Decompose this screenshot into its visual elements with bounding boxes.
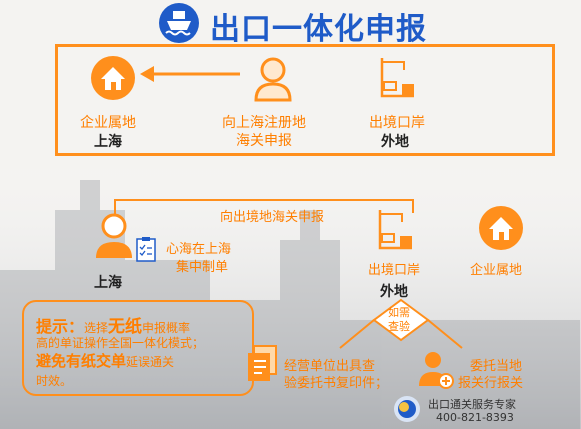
center-line2: 集中制单	[176, 260, 229, 275]
tip-emph2: 避免有纸交单	[36, 352, 127, 370]
person-icon	[254, 57, 292, 102]
tip-box	[22, 300, 254, 396]
declare-connector-h	[114, 199, 414, 201]
top-flow-box	[55, 44, 555, 156]
check-branch-lines	[339, 298, 463, 349]
register-line1: 向上海注册地	[222, 115, 306, 131]
enterprise-label: 企业属地	[80, 115, 136, 131]
checklist-icon	[136, 237, 156, 262]
port-label: 出境口岸	[369, 115, 425, 131]
page-title: 出口一体化申报	[210, 12, 427, 47]
tip-line3: 避免有纸交单延误通关	[36, 350, 174, 371]
person-icon-shanghai	[96, 213, 132, 258]
docs-line1: 经营单位出具查	[284, 359, 376, 374]
center-line1: 心海在上海	[166, 242, 232, 257]
need-check-line2: 查验	[388, 320, 410, 333]
tip-text2: 申报概率	[142, 321, 191, 335]
declare-connector-v2	[412, 199, 414, 213]
need-check-line1: 如需	[388, 306, 410, 319]
tip-line1: 提示：选择无纸申报概率	[36, 312, 190, 337]
tip-prefix: 提示：	[36, 317, 85, 336]
entrust-line2: 报关行报关	[458, 376, 524, 391]
arrow-left-icon	[140, 66, 240, 82]
city-background	[0, 150, 581, 429]
tip-line2: 高的单证操作全国一体化模式；	[36, 336, 205, 350]
tip-text1: 选择	[84, 321, 109, 335]
enterprise-place: 上海	[94, 134, 122, 150]
footer-phone: 400-821-8393	[436, 411, 514, 424]
register-line2: 海关申报	[236, 133, 292, 149]
home-icon-2	[479, 206, 523, 250]
port-crane-icon	[380, 58, 414, 98]
port-place: 外地	[381, 134, 409, 150]
port-label-2: 出境口岸	[368, 263, 421, 278]
entrust-line1: 委托当地	[470, 359, 523, 374]
tip-line4: 时效。	[36, 374, 73, 388]
person-add-icon	[419, 352, 454, 389]
person-place: 上海	[94, 275, 122, 291]
port-place-2: 外地	[380, 284, 408, 300]
tip-text3: 延误通关	[126, 355, 175, 369]
declare-connector-v1	[114, 199, 116, 217]
declare-label: 向出境地海关申报	[220, 210, 325, 225]
docs-line2: 验委托书复印件；	[284, 376, 389, 391]
port-crane-icon-2	[378, 210, 412, 250]
company-logo-icon	[394, 396, 420, 422]
home-icon	[91, 56, 135, 100]
ship-icon	[159, 3, 199, 43]
enterprise-label-2: 企业属地	[470, 263, 523, 278]
tip-emph1: 无纸	[108, 317, 143, 337]
footer-company: 出口通关服务专家	[428, 398, 516, 411]
